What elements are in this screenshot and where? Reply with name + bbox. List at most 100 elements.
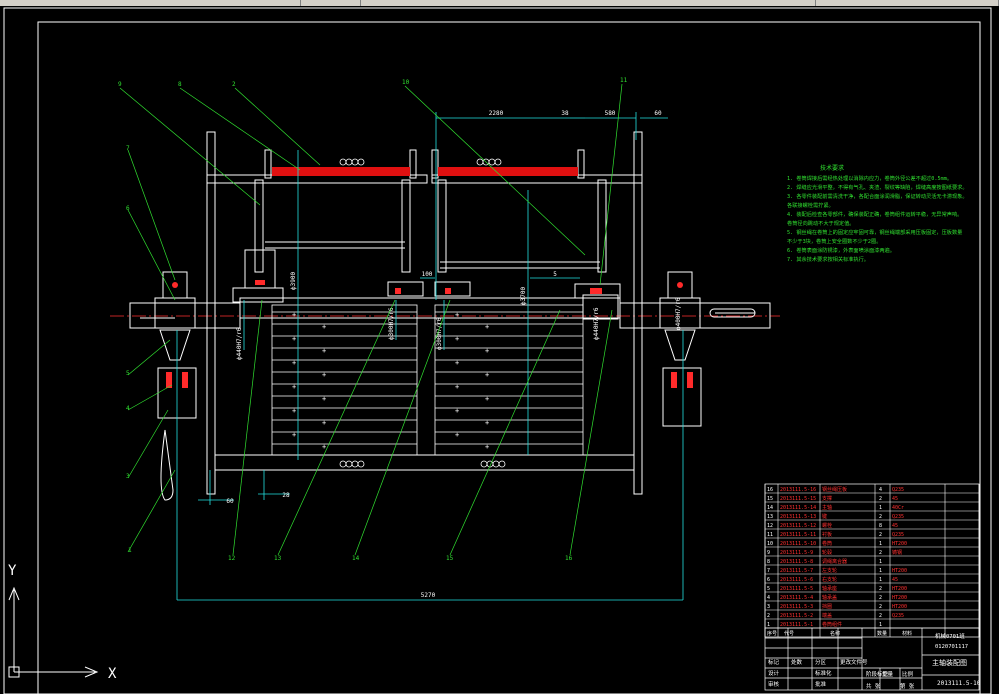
drum-cross-mark: + bbox=[292, 407, 296, 415]
drum-cross-mark: + bbox=[485, 371, 489, 379]
bom-qty: 2 bbox=[879, 550, 882, 556]
bom-qty: 2 bbox=[879, 604, 882, 610]
bom-name: 挡圈 bbox=[822, 603, 832, 610]
tb-label: 审核 bbox=[768, 680, 780, 688]
drum-cross-mark: + bbox=[322, 371, 326, 379]
drum-cross-mark: + bbox=[485, 443, 489, 451]
bom-name: 轴承座 bbox=[822, 585, 837, 592]
drum-cross-mark: + bbox=[292, 359, 296, 367]
bom-material: Q235 bbox=[892, 487, 904, 493]
tb-label: 阶段标记 bbox=[866, 670, 889, 678]
dim-left-shaft-fit: ф440H7/r6 bbox=[236, 327, 243, 360]
bom-no: 7 bbox=[767, 568, 770, 574]
bom-qty: 4 bbox=[879, 487, 882, 493]
bom-material: Q235 bbox=[892, 514, 904, 520]
drum-cross-mark: + bbox=[322, 323, 326, 331]
tech-line: 6. 卷筒表面涂防锈漆，外表面喷涂面漆两遍。 bbox=[787, 246, 895, 254]
school-class: 机械0701班 bbox=[935, 632, 965, 640]
bom-material: Q235 bbox=[892, 532, 904, 538]
rope-layer-top bbox=[272, 158, 578, 468]
bom-code: 2013111.5-4 bbox=[780, 595, 813, 601]
bom-no: 2 bbox=[767, 613, 770, 619]
drawing-code: 2013111.5-10 bbox=[937, 680, 981, 687]
dim-5: 5 bbox=[553, 271, 557, 278]
bom-code: 2013111.5-10 bbox=[780, 541, 816, 547]
bom-qty: 2 bbox=[879, 532, 882, 538]
drum-cross-mark: + bbox=[292, 335, 296, 343]
dim-60-top: 60 bbox=[654, 110, 662, 117]
bom-name: 钢丝绳压板 bbox=[822, 486, 847, 493]
bom-code: 2013111.5-14 bbox=[780, 505, 816, 511]
bom-name: 右支轮 bbox=[822, 576, 837, 583]
bom-header: 名称 bbox=[830, 630, 840, 637]
drum-cross-mark: + bbox=[485, 323, 489, 331]
dim-580: 580 bbox=[605, 110, 616, 117]
bom-code: 2013111.5-9 bbox=[780, 550, 813, 556]
dim-right-shaft-fit: ф440H7/r6 bbox=[593, 307, 600, 340]
part-leader-numbers: 1 2 3 4 5 6 7 8 9 10 11 12 13 14 15 16 bbox=[118, 77, 628, 562]
leader-13: 13 bbox=[274, 555, 282, 562]
toolbar-segment[interactable] bbox=[365, 0, 816, 6]
bom-code: 2013111.5-11 bbox=[780, 532, 816, 538]
bom-no: 1 bbox=[767, 622, 770, 628]
outer-border bbox=[3, 7, 992, 694]
hub-red-accents bbox=[255, 280, 602, 294]
tech-line: 不少于3块，卷筒上安全圈数不少于2圈。 bbox=[787, 237, 881, 245]
bom-no: 6 bbox=[767, 577, 770, 583]
main-shaft bbox=[129, 297, 771, 329]
leader-1: 1 bbox=[128, 547, 132, 554]
bom-material: 铸钢 bbox=[892, 549, 902, 556]
bom-no: 13 bbox=[767, 514, 773, 520]
toolbar-segment[interactable] bbox=[0, 0, 301, 6]
hub-assemblies bbox=[232, 249, 621, 320]
bom-qty: 2 bbox=[879, 586, 882, 592]
tech-line: 卷筒径向跳动不大于规定值。 bbox=[787, 219, 854, 227]
bom-qty: 1 bbox=[879, 559, 882, 565]
bom-code: 2013111.5-7 bbox=[780, 568, 813, 574]
dim-mid-right-fit: ф300H7/r6 bbox=[436, 317, 443, 350]
toolbar-segment[interactable] bbox=[300, 0, 361, 6]
leader-10: 10 bbox=[402, 79, 410, 86]
dim-phi-3700: ф3700 bbox=[520, 287, 527, 305]
bom-no: 12 bbox=[767, 523, 773, 529]
bom-name: 轮毂 bbox=[822, 549, 832, 556]
bom-no: 10 bbox=[767, 541, 773, 547]
tb-label: 标记 bbox=[768, 658, 780, 666]
bom-code: 2013111.5-16 bbox=[780, 487, 816, 493]
bom-material: 45 bbox=[892, 577, 898, 583]
bom-name: 键 bbox=[822, 513, 827, 520]
bom-qty: 1 bbox=[879, 577, 882, 583]
leader-11: 11 bbox=[620, 77, 628, 84]
drum-frame bbox=[206, 131, 643, 495]
bom-code: 2013111.5-12 bbox=[780, 523, 816, 529]
dim-28: 28 bbox=[282, 492, 290, 499]
drum-cross-mark: + bbox=[455, 335, 459, 343]
leader-9: 9 bbox=[118, 81, 122, 88]
tb-label: 设计 bbox=[768, 669, 780, 677]
bom-qty: 2 bbox=[879, 595, 882, 601]
leader-14: 14 bbox=[352, 555, 360, 562]
leader-7: 7 bbox=[126, 145, 130, 152]
bom-name: 衬板 bbox=[822, 531, 832, 538]
bom-no: 15 bbox=[767, 496, 773, 502]
leader-4: 4 bbox=[126, 405, 130, 412]
tb-label: 比例 bbox=[902, 670, 914, 678]
bom-name: 卷筒 bbox=[822, 540, 832, 547]
tech-line: 1. 卷筒焊接后需经热处理以消除内应力，卷筒外径公差不超过0.5mm。 bbox=[787, 174, 952, 182]
drum-cross-mark: + bbox=[292, 383, 296, 391]
tb-label: 标准化 bbox=[815, 669, 832, 677]
dim-2280: 2280 bbox=[489, 110, 504, 117]
dim-5270: 5270 bbox=[421, 592, 436, 599]
tb-label: 重量 bbox=[882, 670, 894, 678]
dim-100: 100 bbox=[422, 271, 433, 278]
tech-line: 3. 各零件装配前需清洗干净，各配合面涂润滑脂，保证转动灵活无卡滞现象。 bbox=[787, 192, 968, 200]
bom-qty: 1 bbox=[879, 505, 882, 511]
bom-code: 2013111.5-8 bbox=[780, 559, 813, 565]
bom-code: 2013111.5-13 bbox=[780, 514, 816, 520]
dimension-texts: 2280 38 580 60 100 5 60 28 5270 ф3900 ф3… bbox=[226, 110, 682, 599]
bom-code: 2013111.5-3 bbox=[780, 604, 813, 610]
bom-no: 14 bbox=[767, 505, 773, 511]
bom-name: 卷筒组件 bbox=[822, 621, 842, 628]
